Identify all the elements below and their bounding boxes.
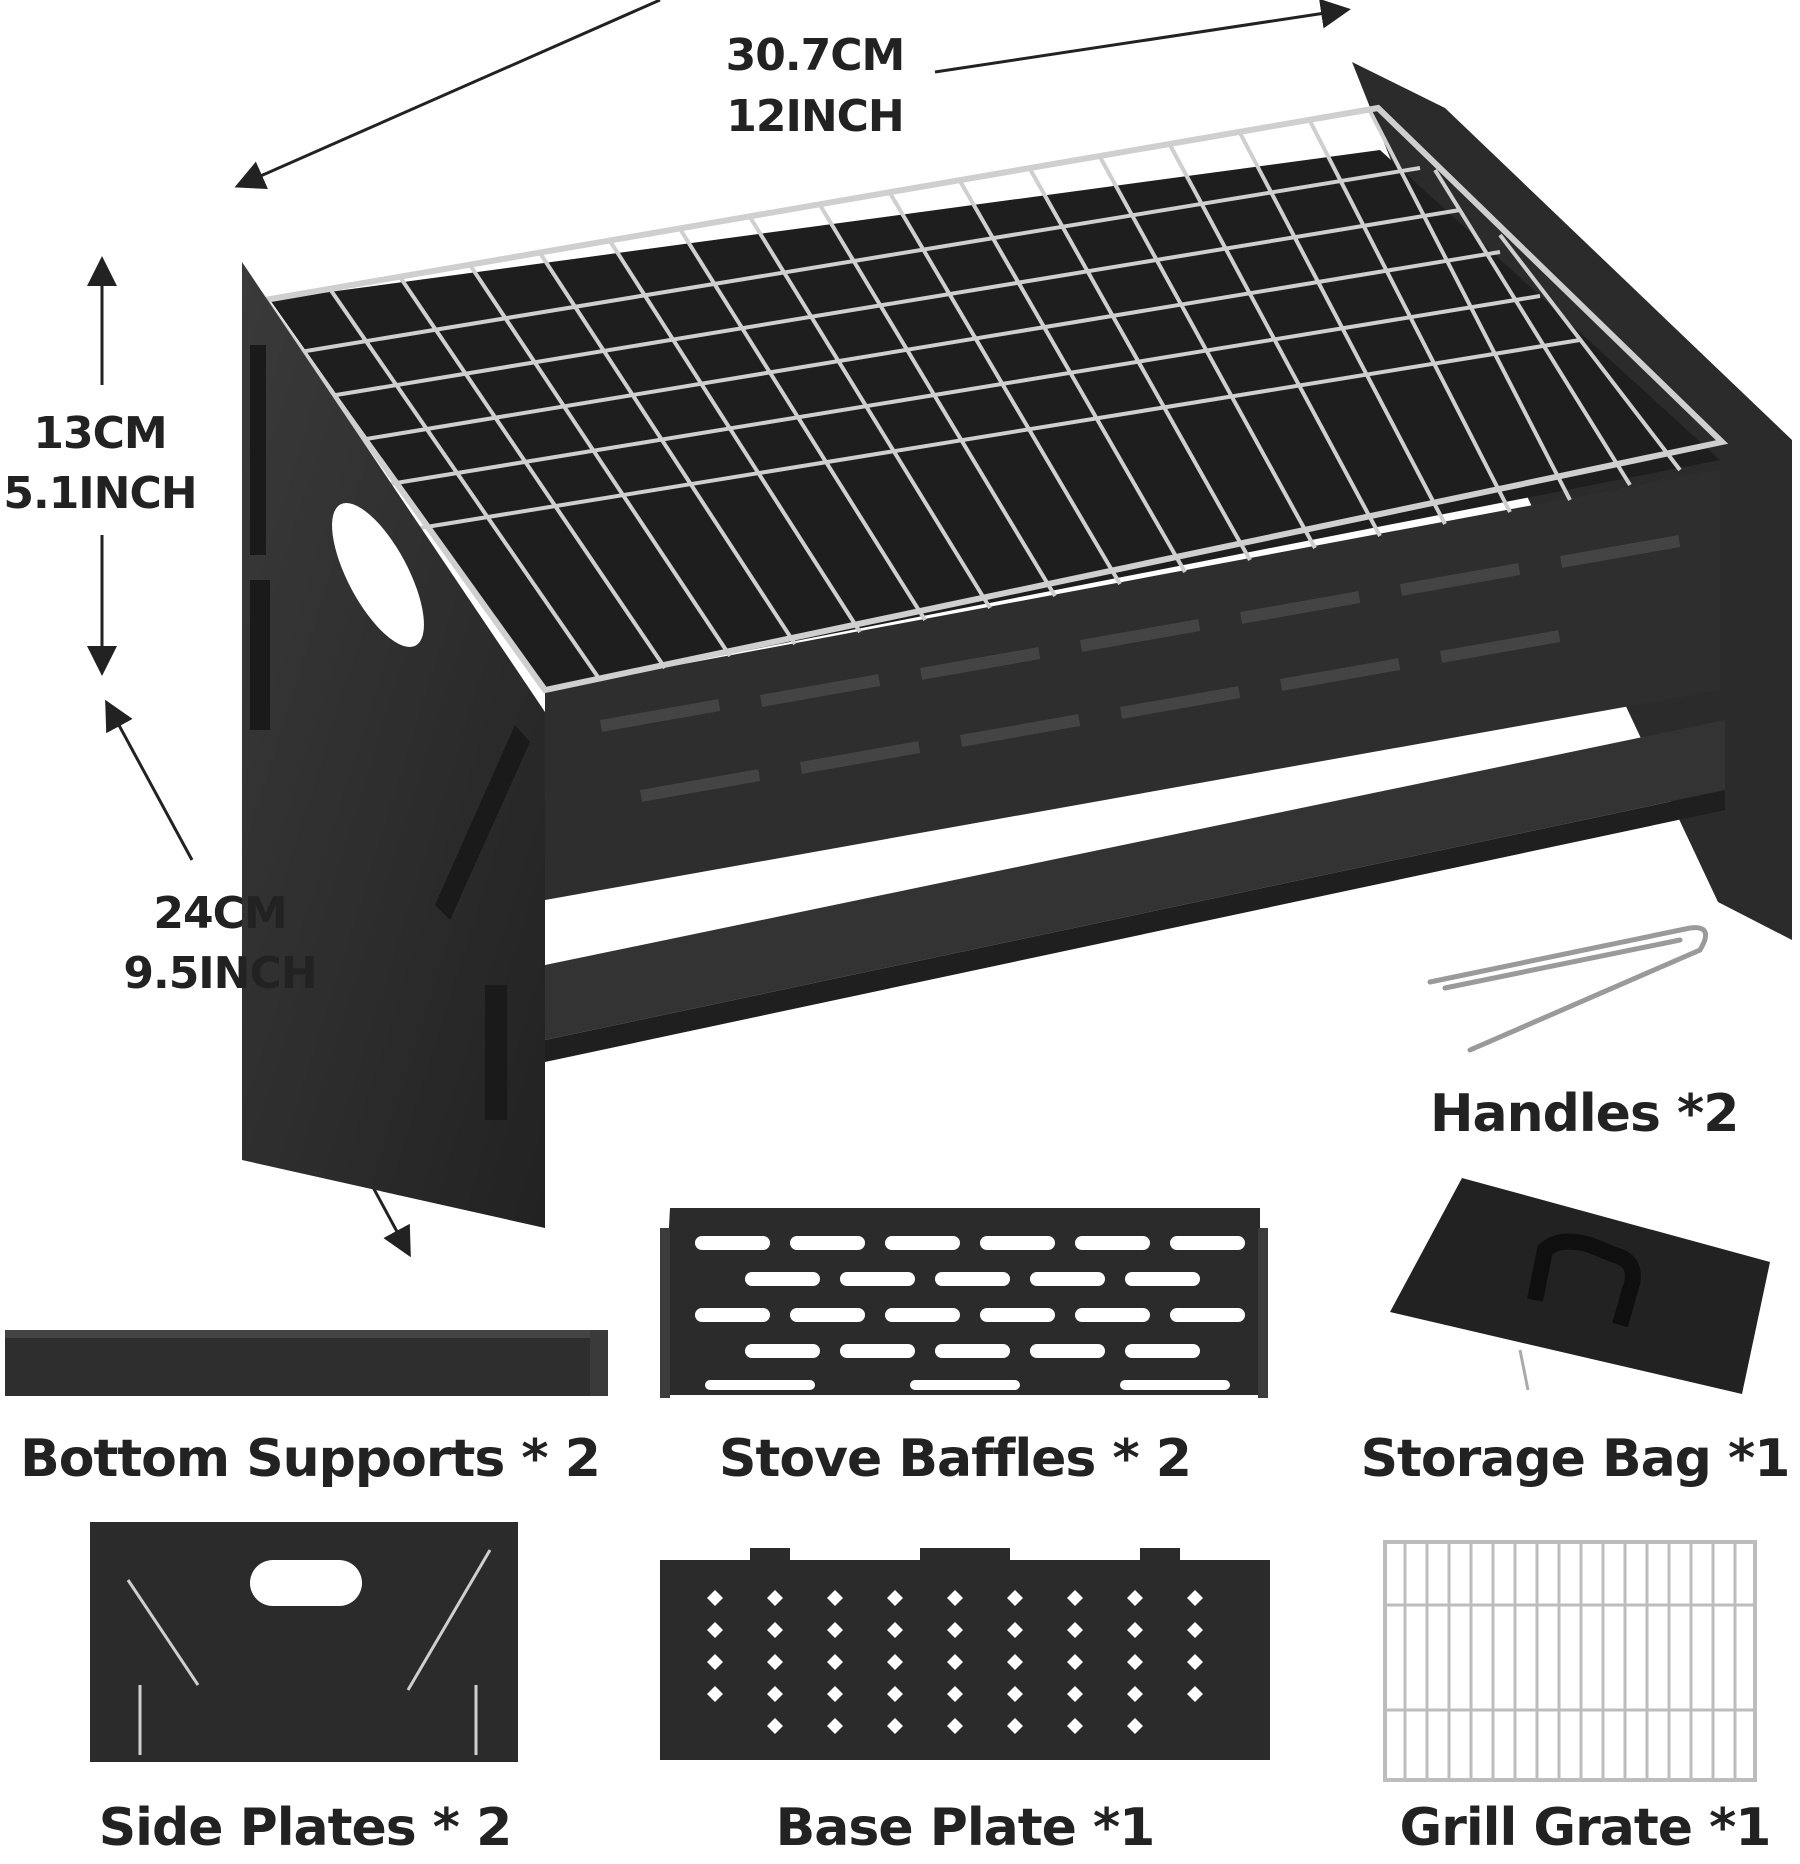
perforation: [707, 1622, 723, 1638]
bottom-supports-part: [5, 1330, 608, 1396]
perforation: [887, 1622, 903, 1638]
perforation: [1007, 1654, 1023, 1670]
depth-inch-label: 9.5INCH: [123, 948, 317, 999]
perforation: [1187, 1622, 1203, 1638]
perforation: [1127, 1654, 1143, 1670]
bottom-supports-label: Bottom Supports * 2: [20, 1429, 601, 1489]
perforation: [947, 1718, 963, 1734]
front-side-plate: [242, 262, 545, 1228]
perforation: [827, 1654, 843, 1670]
perforation: [767, 1718, 783, 1734]
perforation: [1127, 1686, 1143, 1702]
grill-grate-label: Grill Grate *1: [1399, 1798, 1772, 1858]
perforation: [1007, 1622, 1023, 1638]
baffle-slots: [600, 535, 1681, 802]
perforation: [1187, 1686, 1203, 1702]
assembled-grill: [242, 62, 1792, 1228]
perforation: [887, 1686, 903, 1702]
perforation: [827, 1622, 843, 1638]
length-arrow-left: [234, 0, 661, 190]
depth-cm-label: 24CM: [153, 888, 287, 939]
tongs-handles: [1427, 925, 1709, 1053]
perforation: [707, 1590, 723, 1606]
perforation: [767, 1686, 783, 1702]
perforation: [1007, 1718, 1023, 1734]
front-baffle: [545, 470, 1720, 900]
perforation: [887, 1654, 903, 1670]
base-plate-label: Base Plate *1: [775, 1798, 1156, 1858]
storage-bag-label: Storage Bag *1: [1360, 1429, 1791, 1489]
perforation: [1007, 1686, 1023, 1702]
base-plate-part: [660, 1548, 1270, 1760]
perforation: [1187, 1654, 1203, 1670]
perforation: [887, 1590, 903, 1606]
grill-grate: [259, 104, 1729, 694]
perforation: [887, 1718, 903, 1734]
perforation: [1067, 1686, 1083, 1702]
perforation: [1067, 1718, 1083, 1734]
inner-chamber: [270, 150, 1720, 690]
height-cm-label: 13CM: [33, 408, 167, 459]
bottom-support: [545, 720, 1725, 1040]
perforation: [947, 1622, 963, 1638]
perforation: [767, 1622, 783, 1638]
grill-grate-part: [1383, 1540, 1757, 1782]
perforation: [767, 1590, 783, 1606]
stove-baffles-label: Stove Baffles * 2: [719, 1429, 1192, 1489]
height-inch-label: 5.1INCH: [3, 468, 197, 519]
perforation: [827, 1590, 843, 1606]
perforation: [1127, 1718, 1143, 1734]
side-plates-label: Side Plates * 2: [98, 1798, 513, 1858]
side-plate-handle-hole: [332, 502, 424, 648]
perforation: [1067, 1622, 1083, 1638]
perforation: [1127, 1590, 1143, 1606]
depth-arrow-up: [105, 699, 194, 861]
perforation: [1127, 1622, 1143, 1638]
length-cm-label: 30.7CM: [725, 30, 906, 81]
perforation: [947, 1590, 963, 1606]
handles-label: Handles *2: [1430, 1084, 1739, 1144]
side-plates-part: [90, 1522, 518, 1762]
perforation: [947, 1686, 963, 1702]
perforation: [827, 1718, 843, 1734]
perforation: [1187, 1590, 1203, 1606]
perforation: [1067, 1590, 1083, 1606]
perforation: [1007, 1590, 1023, 1606]
perforation: [1067, 1654, 1083, 1670]
storage-bag-part: [1390, 1178, 1770, 1394]
perforation: [707, 1654, 723, 1670]
perforation: [767, 1654, 783, 1670]
perforation: [707, 1686, 723, 1702]
perforation: [947, 1654, 963, 1670]
length-arrow-right: [934, 0, 1351, 74]
stove-baffles-part: [660, 1208, 1268, 1398]
length-inch-label: 12INCH: [726, 91, 905, 142]
perforation: [827, 1686, 843, 1702]
